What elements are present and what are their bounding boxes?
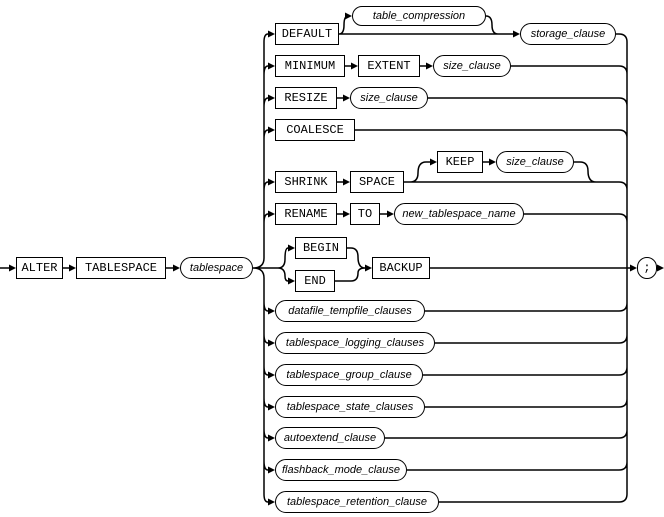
keyword-keep: KEEP (437, 151, 483, 173)
keyword-to: TO (350, 203, 380, 225)
keyword-alter: ALTER (16, 257, 63, 279)
keyword-coalesce: COALESCE (275, 119, 355, 141)
keyword-minimum: MINIMUM (275, 55, 345, 77)
nonterminal-new-tablespace-name: new_tablespace_name (394, 203, 524, 225)
nonterminal-size-clause: size_clause (350, 87, 428, 109)
keyword-begin: BEGIN (295, 237, 347, 259)
nonterminal-size-clause: size_clause (433, 55, 511, 77)
nonterminal-storage-clause: storage_clause (520, 23, 616, 45)
terminal-semicolon: ; (637, 257, 657, 279)
nonterminal-tablespace-logging-clauses: tablespace_logging_clauses (275, 332, 435, 354)
nonterminal-tablespace-group-clause: tablespace_group_clause (275, 364, 423, 386)
keyword-tablespace: TABLESPACE (76, 257, 166, 279)
keyword-rename: RENAME (275, 203, 337, 225)
nonterminal-tablespace-state-clauses: tablespace_state_clauses (275, 396, 425, 418)
nonterminal-datafile-tempfile-clauses: datafile_tempfile_clauses (275, 300, 425, 322)
nonterminal-flashback-mode-clause: flashback_mode_clause (275, 459, 407, 481)
keyword-default: DEFAULT (275, 23, 339, 45)
nonterminal-size-clause: size_clause (496, 151, 574, 173)
keyword-shrink: SHRINK (275, 171, 337, 193)
keyword-end: END (295, 270, 335, 292)
keyword-extent: EXTENT (358, 55, 420, 77)
nonterminal-tablespace-retention-clause: tablespace_retention_clause (275, 491, 439, 513)
keyword-space: SPACE (350, 171, 404, 193)
keyword-resize: RESIZE (275, 87, 337, 109)
keyword-backup: BACKUP (372, 257, 430, 279)
nonterminal-tablespace: tablespace (180, 257, 253, 279)
nonterminal-autoextend-clause: autoextend_clause (275, 427, 385, 449)
nonterminal-table-compression: table_compression (352, 6, 486, 26)
